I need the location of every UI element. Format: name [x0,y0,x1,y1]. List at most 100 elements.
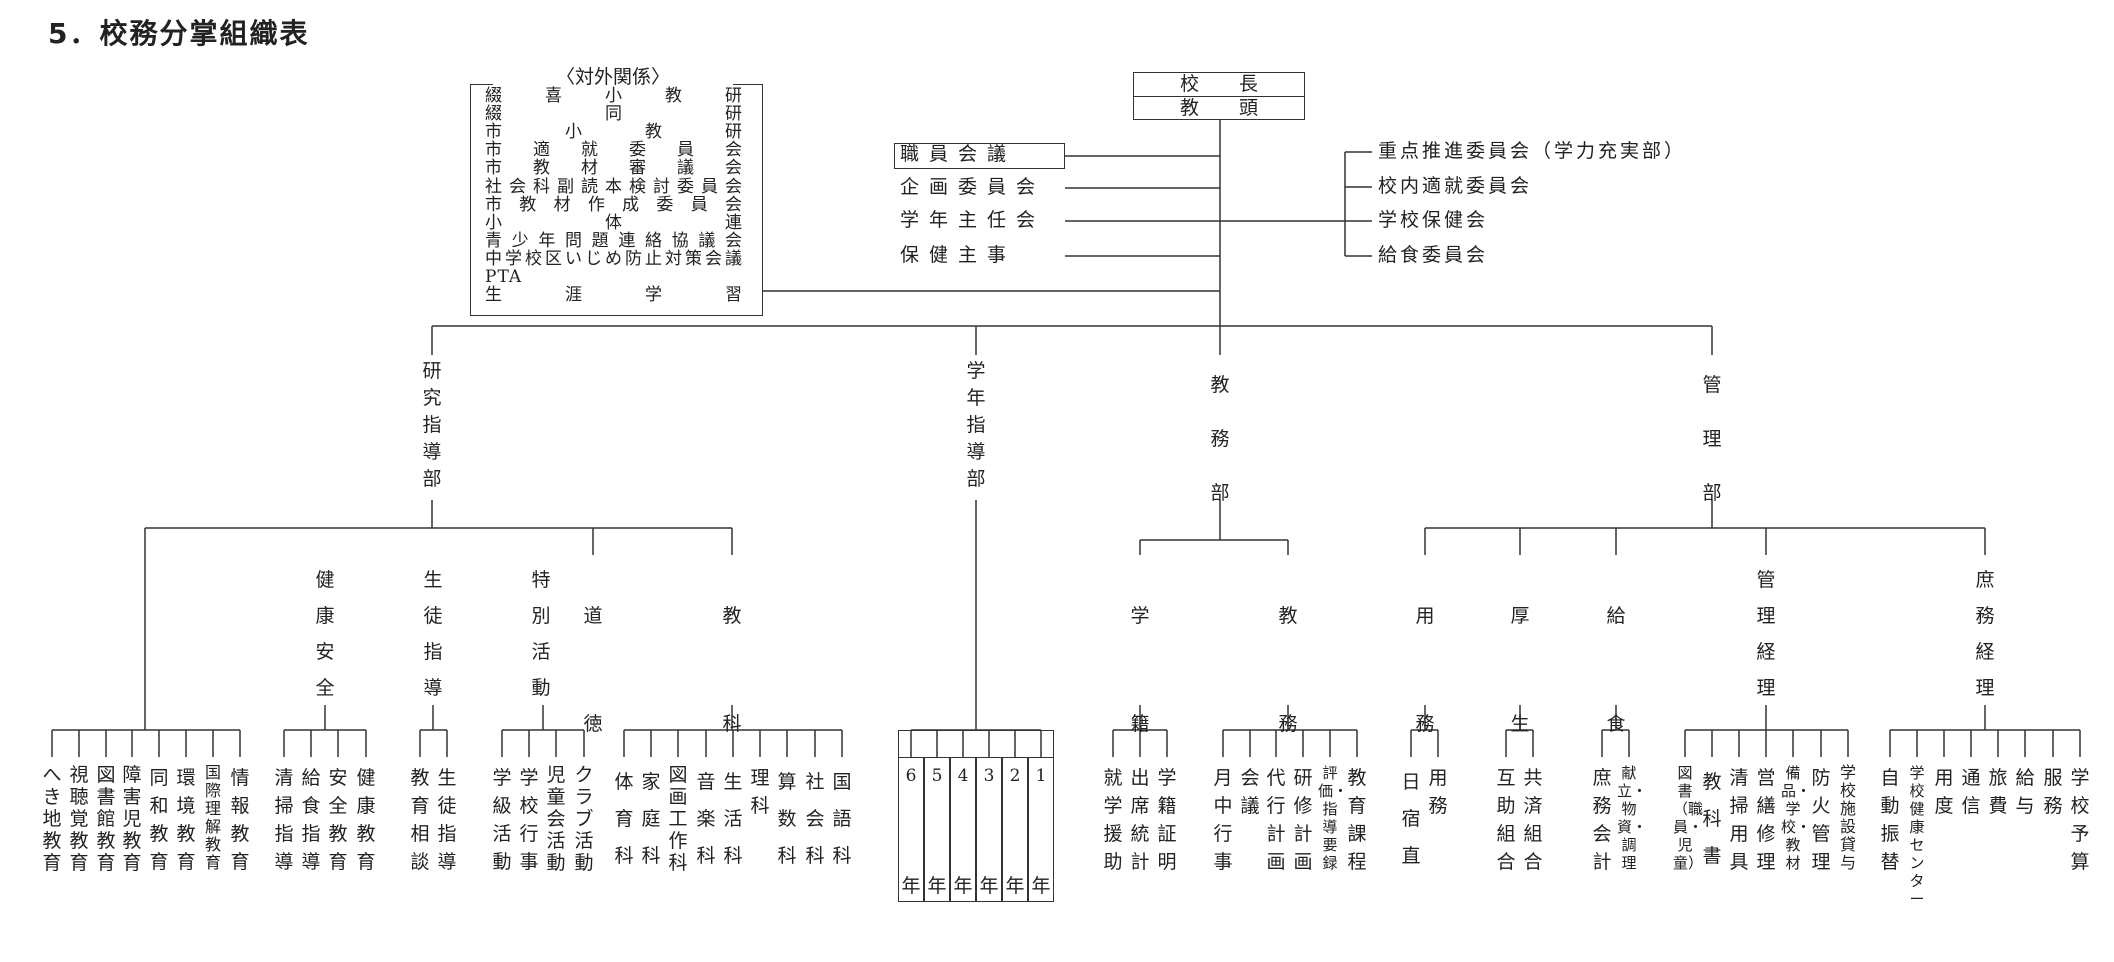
staff-meeting-box [894,143,1065,169]
grade-cell [1028,757,1054,902]
leaf-item: 服務 [2043,767,2063,817]
leaf-item: 理科 [750,767,770,817]
leaf-item: 生活科 [723,771,743,867]
external-relation-item: 綴喜小教研 [485,86,743,106]
leaf-item: 学校健康センター [1909,764,1925,908]
external-relation-item: 市適就委員会 [485,140,743,161]
leaf-item: 同和教育 [149,767,169,873]
grade-suffix: 年 [979,875,999,897]
grade-number: 2 [1009,766,1021,786]
leaf-item: 学籍証明 [1157,767,1177,873]
page-title: 5．校務分掌組織表 [48,17,310,50]
committee-item: 校内適就委員会 [1378,175,1533,197]
grade-suffix: 年 [927,875,947,897]
leaf-item: 児童会活動 [546,764,566,874]
grade-suffix: 年 [1005,875,1025,897]
grade-cell [898,757,924,902]
group-register: 学籍 [1130,605,1150,735]
leaf-item: 図書（職員・児童） [1673,764,1704,872]
external-relation-item: 生涯学習 [485,285,743,306]
group-special-activities: 特別活動 [531,569,551,699]
leaf-item: 情報教育 [230,767,250,873]
leaf-item: 国語科 [832,771,852,867]
grade-number: 5 [931,766,943,786]
leaf-item: 出席統計 [1130,767,1150,873]
external-relation-item: 青少年問題連絡協議会 [485,230,743,251]
group-health-safety: 健康安全 [315,569,335,699]
leaf-item: クラブ活動 [574,764,594,874]
grade-number: 3 [983,766,995,786]
grade-cell [924,757,950,902]
leaf-item: 清掃用具 [1729,767,1749,873]
dept-management: 管理部 [1702,374,1722,504]
leaf-item: 体育科 [614,771,634,867]
leaf-item: へき地教育 [42,764,62,874]
grade-number: 4 [957,766,969,786]
leaf-item: 学級活動 [492,767,512,873]
dept-grade: 学年指導部 [966,360,986,490]
leaf-item: 学校予算 [2070,767,2090,873]
leaf-item: 庶務会計 [1592,767,1612,873]
leaf-item: 算数科 [777,771,797,867]
external-relation-item: 中学校区いじめ防止対策会議 [485,248,743,269]
leaf-item: 給食指導 [301,767,321,873]
vice-principal-label: 教頭 [1179,97,1298,119]
council-item: 保健主事 [900,244,1017,266]
group-mgmt-accounting: 管理経理 [1756,569,1776,699]
external-relation-item: 市教材審議会 [485,158,743,179]
leaf-item: 備品・学校・教材 [1781,764,1812,872]
leaf-item: 学校行事 [519,767,539,873]
leaf-item: 安全教育 [328,767,348,873]
leaf-item: 月中行事 [1213,767,1233,873]
leaf-item: 研修計画 [1293,767,1313,873]
group-affairs: 教務 [1278,605,1298,735]
leaf-item: 図画工作科 [668,764,688,874]
grade-number: 6 [905,766,917,786]
leaf-item: 営繕修理 [1756,767,1776,873]
leaf-item: 献立・物資・調理 [1617,764,1648,872]
principal-divider [1133,96,1305,97]
leaf-item: 学校施設貸与 [1839,763,1856,872]
committee-item: 学校保健会 [1378,209,1489,231]
leaf-item: 評価・指導要録 [1318,764,1349,872]
grade-cell [1002,757,1028,902]
leaf-item: 代行計画 [1266,767,1286,873]
grade-number: 1 [1035,766,1047,786]
leaf-item: 清掃指導 [274,767,294,873]
external-relation-item: PTA [485,267,523,287]
group-moral: 道徳 [583,605,603,735]
leaf-item: 教育課程 [1347,767,1367,873]
leaf-item: 社会科 [805,771,825,867]
group-student-guidance: 生徒指導 [423,569,443,699]
leaf-item: 教育相談 [410,767,430,873]
external-relation-item: 市小教研 [485,122,743,143]
leaf-item: 防火管理 [1811,767,1831,873]
leaf-item: 就学援助 [1103,767,1123,873]
external-relation-item: 市教材作成委員会 [485,194,743,215]
dept-research: 研究指導部 [422,360,442,490]
leaf-item: 自動振替 [1880,767,1900,873]
leaf-item: 健康教育 [356,767,376,873]
leaf-item: 環境教育 [176,767,196,873]
leaf-item: 通信 [1961,767,1981,817]
leaf-item: 生徒指導 [437,767,457,873]
leaf-item: 家庭科 [641,771,661,867]
grade-cell [976,757,1002,902]
grade-suffix: 年 [1031,875,1051,897]
grade-suffix: 年 [953,875,973,897]
leaf-item: 用度 [1934,767,1954,817]
leaf-item: 教科書 [1702,771,1722,867]
external-relations-title: 〈対外関係〉 [493,62,733,89]
leaf-item: 互助組合 [1496,767,1516,873]
council-item: 職員会議 [900,143,1017,165]
dept-academic: 教務部 [1210,374,1230,504]
committee-item: 給食委員会 [1378,244,1489,266]
leaf-item: 共済組合 [1523,767,1543,873]
external-relation-item: 小体連 [485,212,743,233]
council-item: 学年主任会 [900,209,1046,231]
group-general-accounting: 庶務経理 [1975,569,1995,699]
leaf-item: 視聴覚教育 [69,764,89,874]
leaf-item: 音楽科 [696,771,716,867]
principal-label: 校長 [1179,73,1298,95]
